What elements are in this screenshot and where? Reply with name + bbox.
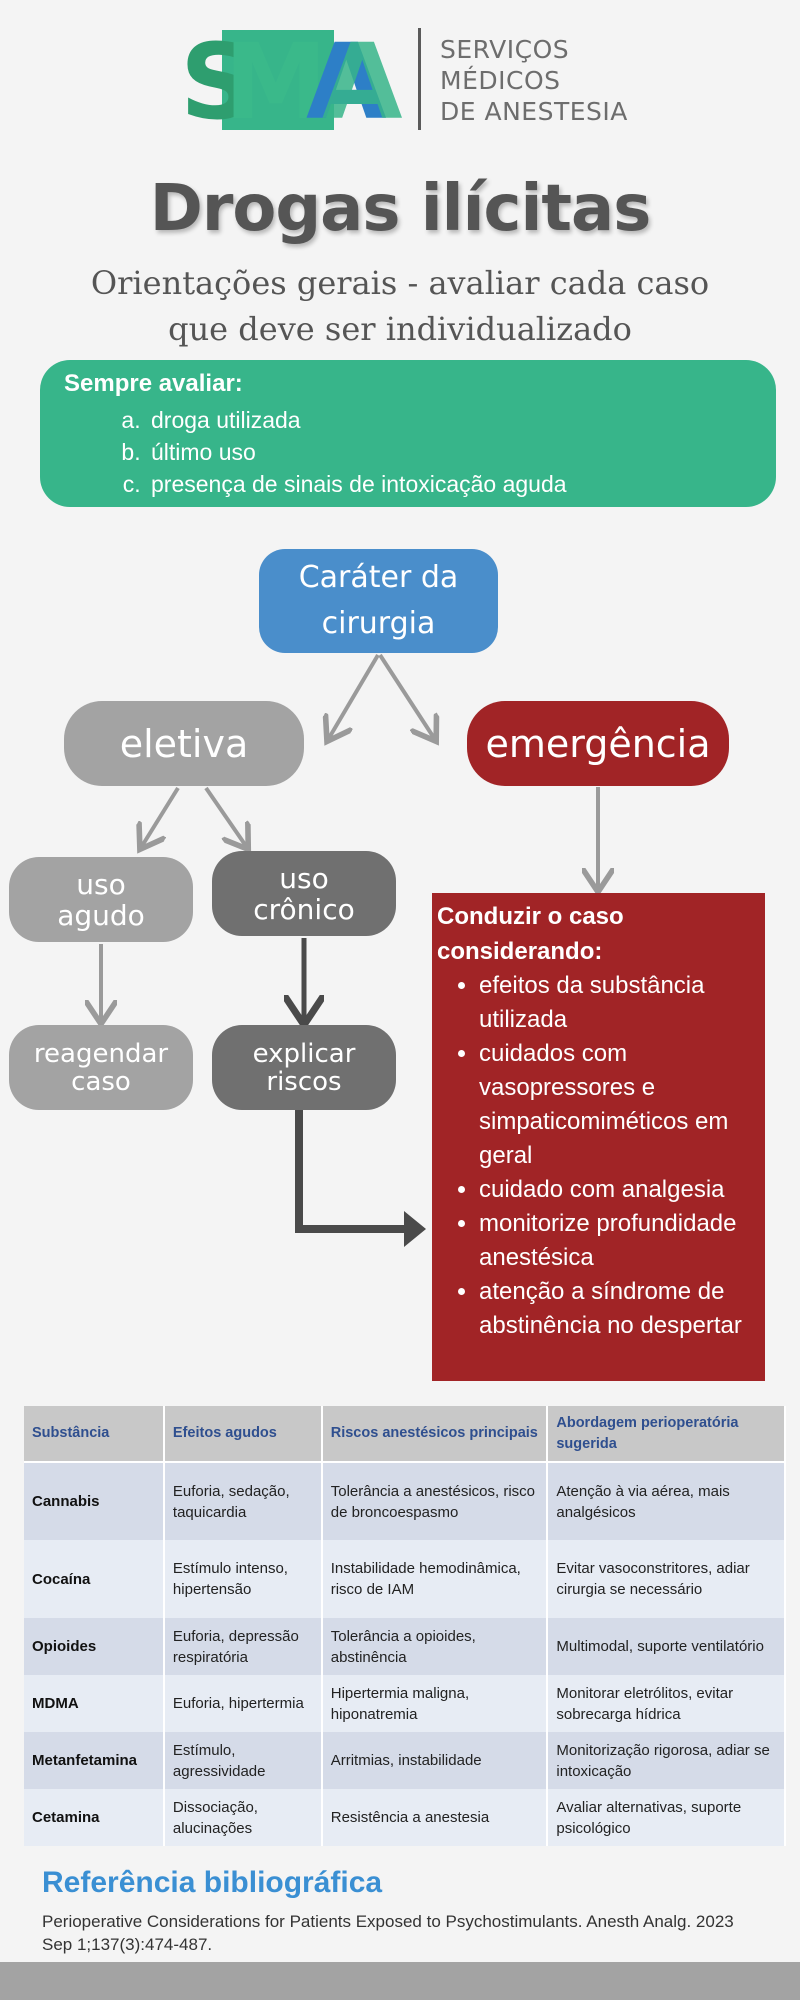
- table-cell: MDMA: [24, 1675, 165, 1732]
- node-line: agudo: [57, 898, 145, 932]
- table-cell: Metanfetamina: [24, 1732, 165, 1789]
- arrow-root-to-emergencia: [378, 653, 434, 738]
- table-cell: Euforia, hipertermia: [163, 1675, 323, 1732]
- node-elective: eletiva: [64, 701, 304, 786]
- sma-logo: S M A A: [182, 30, 402, 130]
- node-explain-risks: explicar riscos: [212, 1025, 396, 1110]
- conduct-item: efeitos da substância utilizada: [479, 969, 759, 1037]
- node-line: uso: [279, 861, 329, 895]
- node-line: Caráter da: [298, 560, 459, 595]
- logo-line: DE ANESTESIA: [440, 97, 628, 126]
- table-cell: Euforia, depressão respiratória: [163, 1618, 323, 1675]
- table-cell: Estímulo, agressividade: [163, 1732, 323, 1789]
- table-cell: Tolerância a opioides, abstinência: [321, 1618, 549, 1675]
- reference-heading: Referência bibliográfica: [42, 1866, 383, 1899]
- table-cell: Instabilidade hemodinâmica, risco de IAM: [321, 1540, 549, 1618]
- assessment-item: presença de sinais de intoxicação aguda: [147, 468, 776, 500]
- assessment-list: droga utilizada último uso presença de s…: [64, 404, 776, 500]
- node-line: explicar: [252, 1038, 356, 1069]
- table-cell: Avaliar alternativas, suporte psicológic…: [547, 1789, 786, 1846]
- logo-divider: [418, 28, 421, 130]
- svg-text:M: M: [224, 30, 328, 130]
- conduct-list: efeitos da substância utilizada cuidados…: [437, 969, 759, 1343]
- table-row: Cannabis Euforia, sedação, taquicardia T…: [24, 1462, 786, 1540]
- table-row: Opioides Euforia, depressão respiratória…: [24, 1618, 786, 1675]
- table-cell: Hipertermia maligna, hiponatremia: [321, 1675, 549, 1732]
- subtitle-line: Orientações gerais - avaliar cada caso: [90, 264, 710, 302]
- table-row: MDMA Euforia, hipertermia Hipertermia ma…: [24, 1675, 786, 1732]
- table-cell: Multimodal, suporte ventilatório: [547, 1618, 786, 1675]
- table-header-row: Substância Efeitos agudos Riscos anestés…: [24, 1406, 786, 1463]
- table-row: Cocaína Estímulo intenso, hipertensão In…: [24, 1540, 786, 1618]
- table-row: Cetamina Dissociação, alucinações Resist…: [24, 1789, 786, 1846]
- table-row: Metanfetamina Estímulo, agressividade Ar…: [24, 1732, 786, 1789]
- page-subtitle: Orientações gerais - avaliar cada caso q…: [0, 260, 800, 352]
- table-cell: Monitorar eletrólitos, evitar sobrecarga…: [547, 1675, 786, 1732]
- table-cell: Dissociação, alucinações: [163, 1789, 323, 1846]
- table-cell: Resistência a anestesia: [321, 1789, 549, 1846]
- table-cell: Cetamina: [24, 1789, 165, 1846]
- node-chronic-use: uso crônico: [212, 851, 396, 936]
- svg-text:A: A: [306, 30, 387, 130]
- table-cell: Cannabis: [24, 1462, 165, 1540]
- column-header: Abordagem perioperatória sugerida: [547, 1406, 786, 1463]
- column-header: Efeitos agudos: [163, 1406, 323, 1463]
- conduct-heading: Conduzir o caso considerando:: [437, 903, 624, 965]
- assessment-item: último uso: [147, 436, 776, 468]
- svg-text:A: A: [322, 30, 402, 130]
- table-cell: Estímulo intenso, hipertensão: [163, 1540, 323, 1618]
- node-surgery-type: Caráter da cirurgia: [259, 549, 498, 653]
- table-cell: Evitar vasoconstritores, adiar cirurgia …: [547, 1540, 786, 1618]
- table-cell: Cocaína: [24, 1540, 165, 1618]
- column-header: Substância: [24, 1406, 165, 1463]
- node-line: riscos: [266, 1066, 342, 1097]
- logo-wordmark: SERVIÇOS MÉDICOS DE ANESTESIA: [440, 34, 660, 127]
- node-reschedule: reagendar caso: [9, 1025, 193, 1110]
- table-cell: Euforia, sedação, taquicardia: [163, 1462, 323, 1540]
- node-line: caso: [71, 1066, 131, 1097]
- svg-text:S: S: [182, 30, 255, 130]
- logo-line: MÉDICOS: [440, 66, 561, 95]
- subtitle-line: que deve ser individualizado: [168, 310, 632, 348]
- arrow-root-to-eletiva: [329, 653, 380, 738]
- conduct-item: monitorize profundidade anestésica: [479, 1207, 759, 1275]
- conduct-item: cuidado com analgesia: [479, 1173, 759, 1207]
- assessment-box: Sempre avaliar: droga utilizada último u…: [40, 360, 776, 507]
- assessment-heading: Sempre avaliar:: [64, 370, 243, 397]
- conduct-item: cuidados com vasopressores e simpaticomi…: [479, 1037, 759, 1173]
- arrow-eletiva-to-agudo: [142, 786, 180, 846]
- table-cell: Arritmias, instabilidade: [321, 1732, 549, 1789]
- conduct-item: atenção a síndrome de abstinência no des…: [479, 1275, 759, 1343]
- assessment-item: droga utilizada: [147, 404, 776, 436]
- table-cell: Atenção à via aérea, mais analgésicos: [547, 1462, 786, 1540]
- table-cell: Tolerância a anestésicos, risco de bronc…: [321, 1462, 549, 1540]
- conduct-box: Conduzir o caso considerando: efeitos da…: [432, 893, 765, 1381]
- node-acute-use: uso agudo: [9, 857, 193, 942]
- page-title: Drogas ilícitas: [149, 172, 652, 246]
- arrow-explicar-to-conduct: [295, 1110, 426, 1247]
- node-line: cirurgia: [321, 606, 436, 641]
- node-line: crônico: [253, 892, 355, 926]
- table-cell: Monitorização rigorosa, adiar se intoxic…: [547, 1732, 786, 1789]
- node-line: uso: [76, 867, 126, 901]
- substances-table: Substância Efeitos agudos Riscos anestés…: [24, 1406, 786, 1846]
- node-emergency: emergência: [467, 701, 729, 786]
- footer-bar: [0, 1962, 800, 2000]
- arrow-eletiva-to-cronico: [204, 786, 246, 846]
- column-header: Riscos anestésicos principais: [321, 1406, 549, 1463]
- node-line: reagendar: [33, 1038, 169, 1069]
- reference-text: Perioperative Considerations for Patient…: [42, 1912, 734, 1954]
- table-cell: Opioides: [24, 1618, 165, 1675]
- logo-line: SERVIÇOS: [440, 35, 570, 64]
